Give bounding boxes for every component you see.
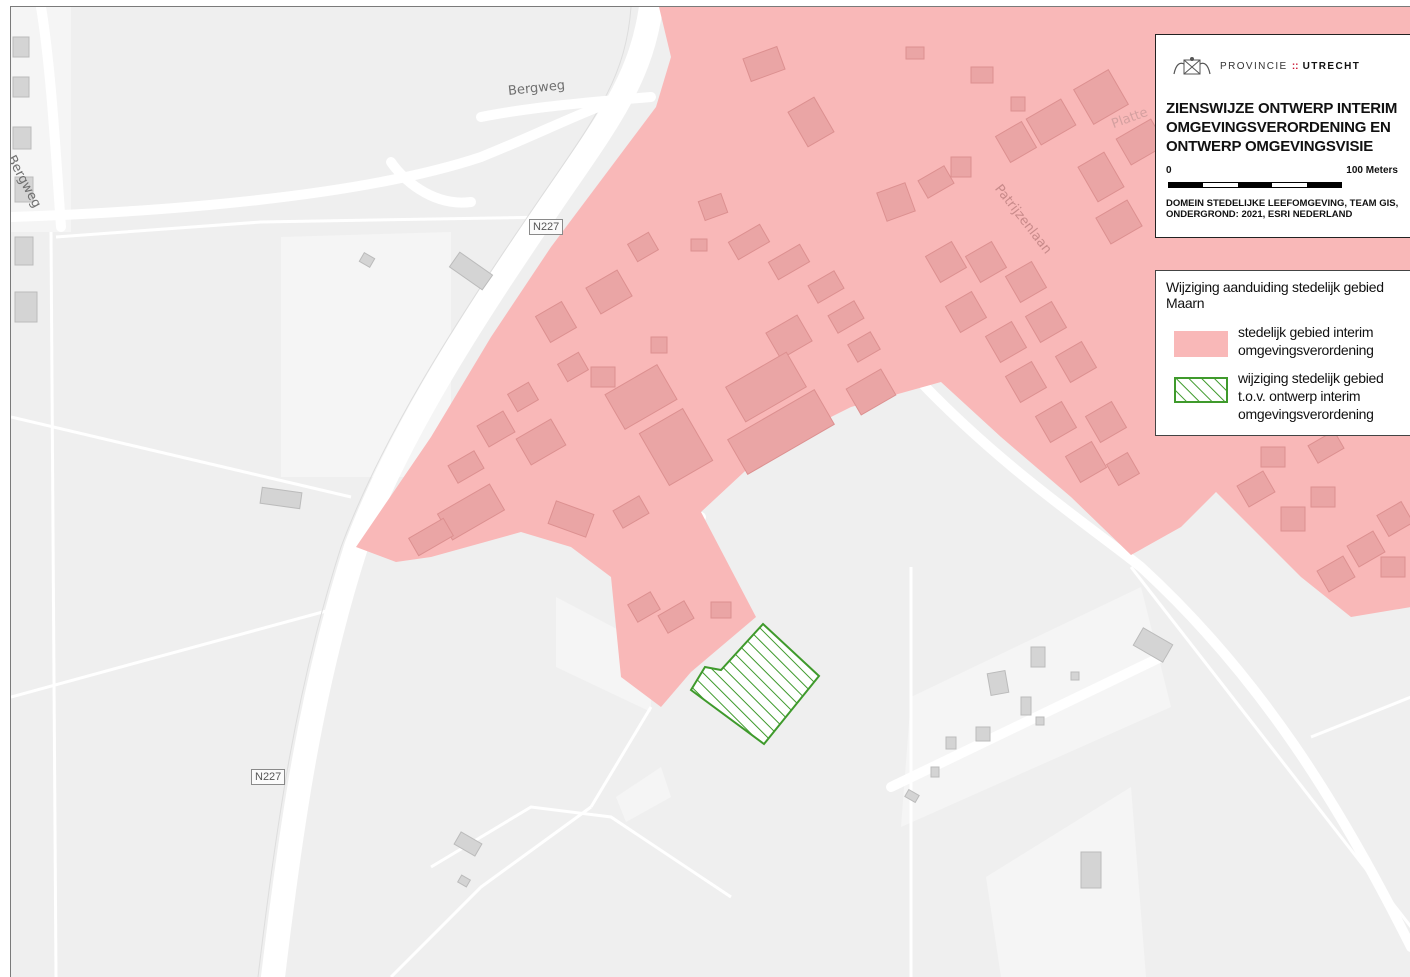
urban-buildings: [407, 45, 1410, 634]
map-legend: Wijziging aanduiding stedelijk gebied Ma…: [1155, 270, 1410, 436]
map-credits: DOMEIN STEDELIJKE LEEFOMGEVING, TEAM GIS…: [1166, 198, 1399, 220]
legend-label-change: wijziging stedelijk gebied t.o.v. ontwer…: [1238, 370, 1384, 422]
scale-bar: 0 100 Meters: [1166, 165, 1406, 191]
road-shield-n227-bottom: N227: [251, 769, 286, 785]
legend-title: Wijziging aanduiding stedelijk gebied Ma…: [1166, 279, 1384, 311]
map-title: ZIENSWIJZE ONTWERP INTERIM OMGEVINGSVERO…: [1166, 100, 1398, 155]
urban-area[interactable]: [356, 7, 1410, 707]
road-shield-n227-top: N227: [529, 219, 564, 235]
scale-start-label: 0: [1166, 165, 1172, 176]
road-n227: [257, 7, 663, 977]
scale-end-label: 100 Meters: [1346, 165, 1398, 176]
province-logo: PROVINCIE :: UTRECHT: [1172, 55, 1360, 77]
field-boundaries: [11, 215, 1410, 977]
change-area[interactable]: [689, 622, 821, 746]
legend-item-urban: stedelijk gebied interim omgevingsverord…: [1174, 323, 1410, 359]
province-name: PROVINCIE :: UTRECHT: [1220, 60, 1361, 72]
legend-swatch-urban: [1174, 331, 1228, 357]
title-box: PROVINCIE :: UTRECHT ZIENSWIJZE ONTWERP …: [1155, 34, 1410, 238]
map-frame: Bergweg Bergweg Patrijzenlaan Platte N22…: [10, 6, 1410, 977]
rural-buildings: [12, 36, 1174, 889]
legend-item-change: wijziging stedelijk gebied t.o.v. ontwer…: [1174, 369, 1410, 423]
coat-of-arms-icon: [1173, 57, 1211, 75]
legend-swatch-hatch: [1174, 377, 1228, 403]
scale-line: [1168, 182, 1342, 188]
legend-label-urban: stedelijk gebied interim omgevingsverord…: [1238, 324, 1374, 358]
